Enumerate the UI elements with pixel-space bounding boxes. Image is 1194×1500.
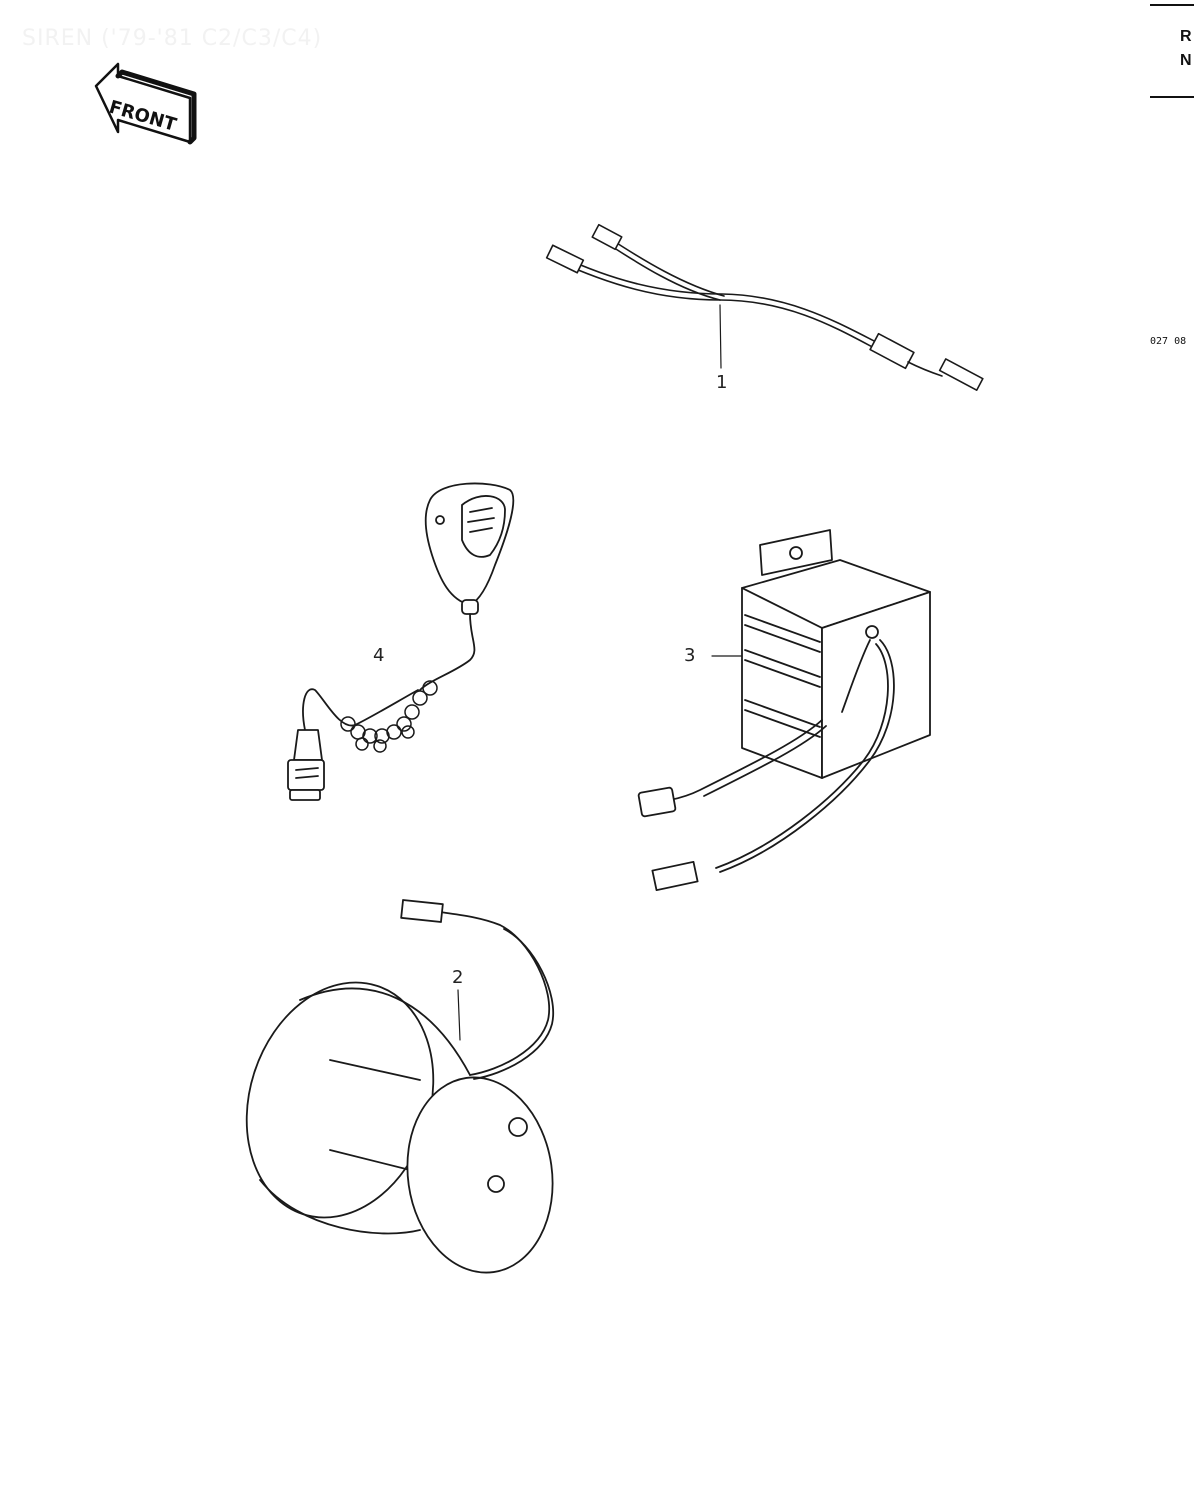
callout-4: 4 [373, 645, 385, 666]
siren-speaker-icon [245, 899, 555, 1274]
corner-rule-bottom [1150, 96, 1194, 98]
front-arrow-icon: FRONT [94, 62, 197, 145]
wire-harness-icon [545, 223, 984, 391]
reference-code: 027 08 [1150, 336, 1187, 347]
callout-1: 1 [716, 372, 728, 393]
corner-letter-r: R [1180, 28, 1192, 45]
microphone-icon [287, 482, 515, 801]
siren-amplifier-icon [637, 529, 931, 892]
callout-2: 2 [452, 967, 464, 988]
page-title: SIREN ('79-'81 C2/C3/C4) [22, 26, 323, 51]
callout-3: 3 [684, 645, 696, 666]
corner-letter-n: N [1180, 52, 1192, 69]
corner-rule-top [1150, 4, 1194, 6]
